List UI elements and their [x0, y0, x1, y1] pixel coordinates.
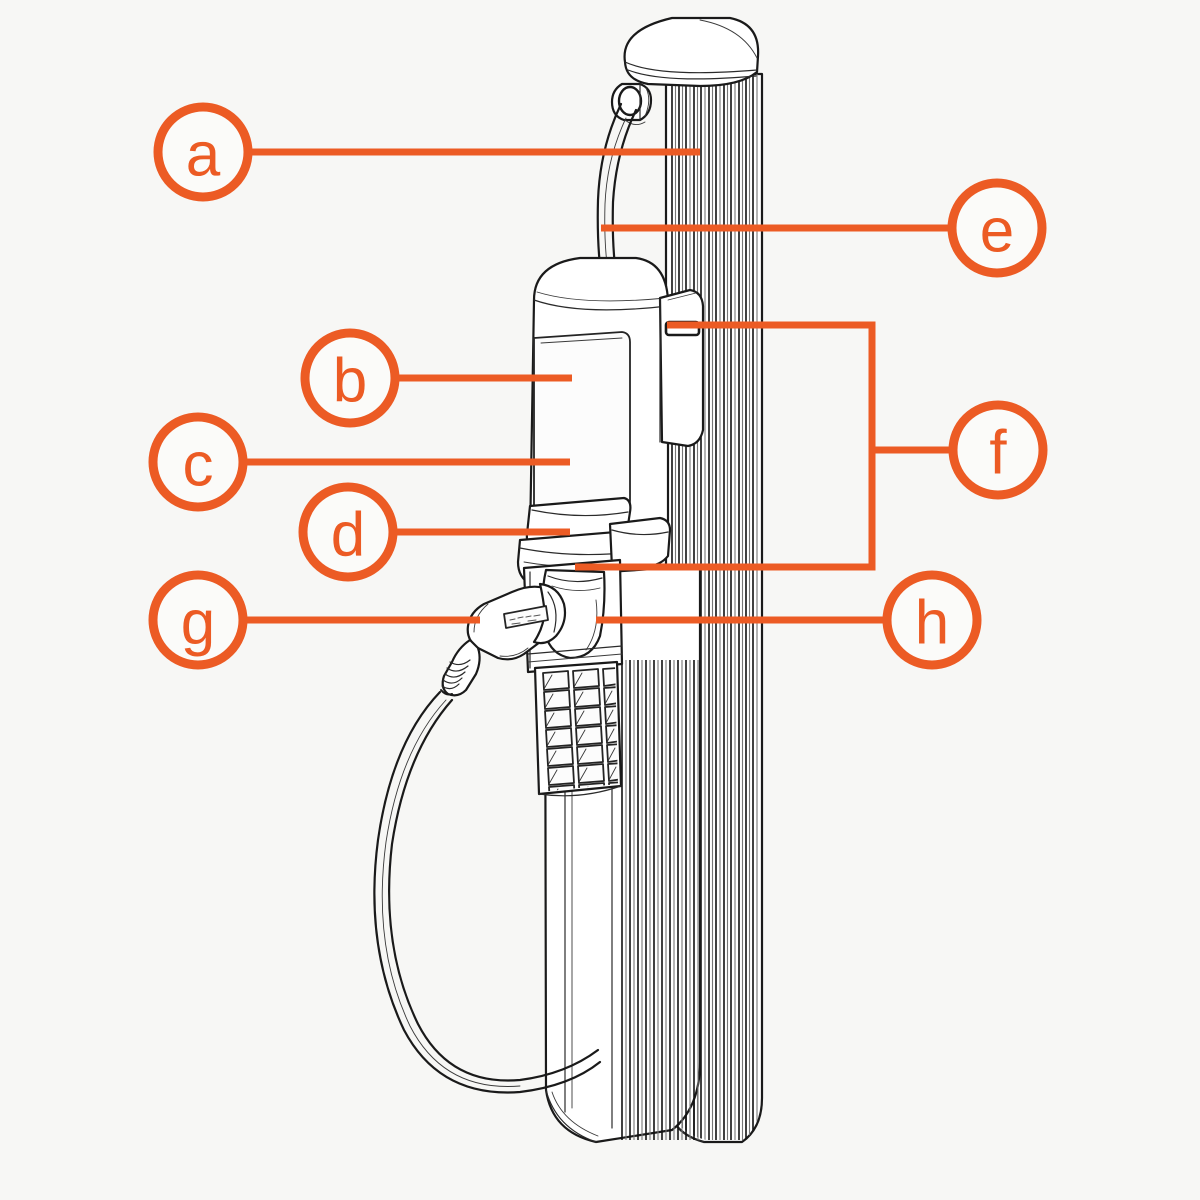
- callout-circle-b: [300, 328, 400, 428]
- callout-badge-b[interactable]: b: [300, 328, 400, 428]
- charging-cable: [373, 690, 602, 1094]
- callout-label-g: g: [181, 589, 215, 658]
- callout-circle-d: [298, 482, 398, 582]
- callout-label-b: b: [333, 347, 367, 416]
- cable-gland: [610, 82, 653, 125]
- callout-badge-c[interactable]: c: [148, 412, 248, 512]
- top-cap: [623, 16, 760, 88]
- callout-circle-h: [882, 570, 982, 670]
- callout-label-c: c: [183, 431, 214, 500]
- vent-grille: [533, 660, 623, 797]
- callout-label-a: a: [186, 121, 221, 190]
- callout-badge-e[interactable]: e: [947, 178, 1047, 278]
- plug-label-plate: [503, 605, 549, 629]
- callout-circle-g: [148, 570, 248, 670]
- vent-slots: [542, 667, 618, 792]
- callout-badge-a[interactable]: a: [153, 102, 253, 202]
- callout-label-f: f: [989, 419, 1007, 488]
- callout-label-e: e: [980, 197, 1014, 266]
- callout-circle-c: [148, 412, 248, 512]
- ferrule-rings: [441, 659, 471, 690]
- callout-circle-a: [153, 102, 253, 202]
- upper-cable: [596, 102, 638, 268]
- callout-label-d: d: [331, 501, 365, 570]
- lower-body-fins: [621, 660, 699, 1140]
- callout-badge-f[interactable]: f: [948, 400, 1048, 500]
- leader-lines: [243, 148, 953, 624]
- ev-connector-plug: [440, 582, 567, 697]
- callout-circle-f: [948, 400, 1048, 500]
- callout-badge-d[interactable]: d: [298, 482, 398, 582]
- callout-badge-g[interactable]: g: [148, 570, 248, 670]
- leader-f-bracket: [575, 321, 876, 571]
- callout-circle-e: [947, 178, 1047, 278]
- callout-label-h: h: [915, 589, 949, 658]
- callout-badge-h[interactable]: h: [882, 570, 982, 670]
